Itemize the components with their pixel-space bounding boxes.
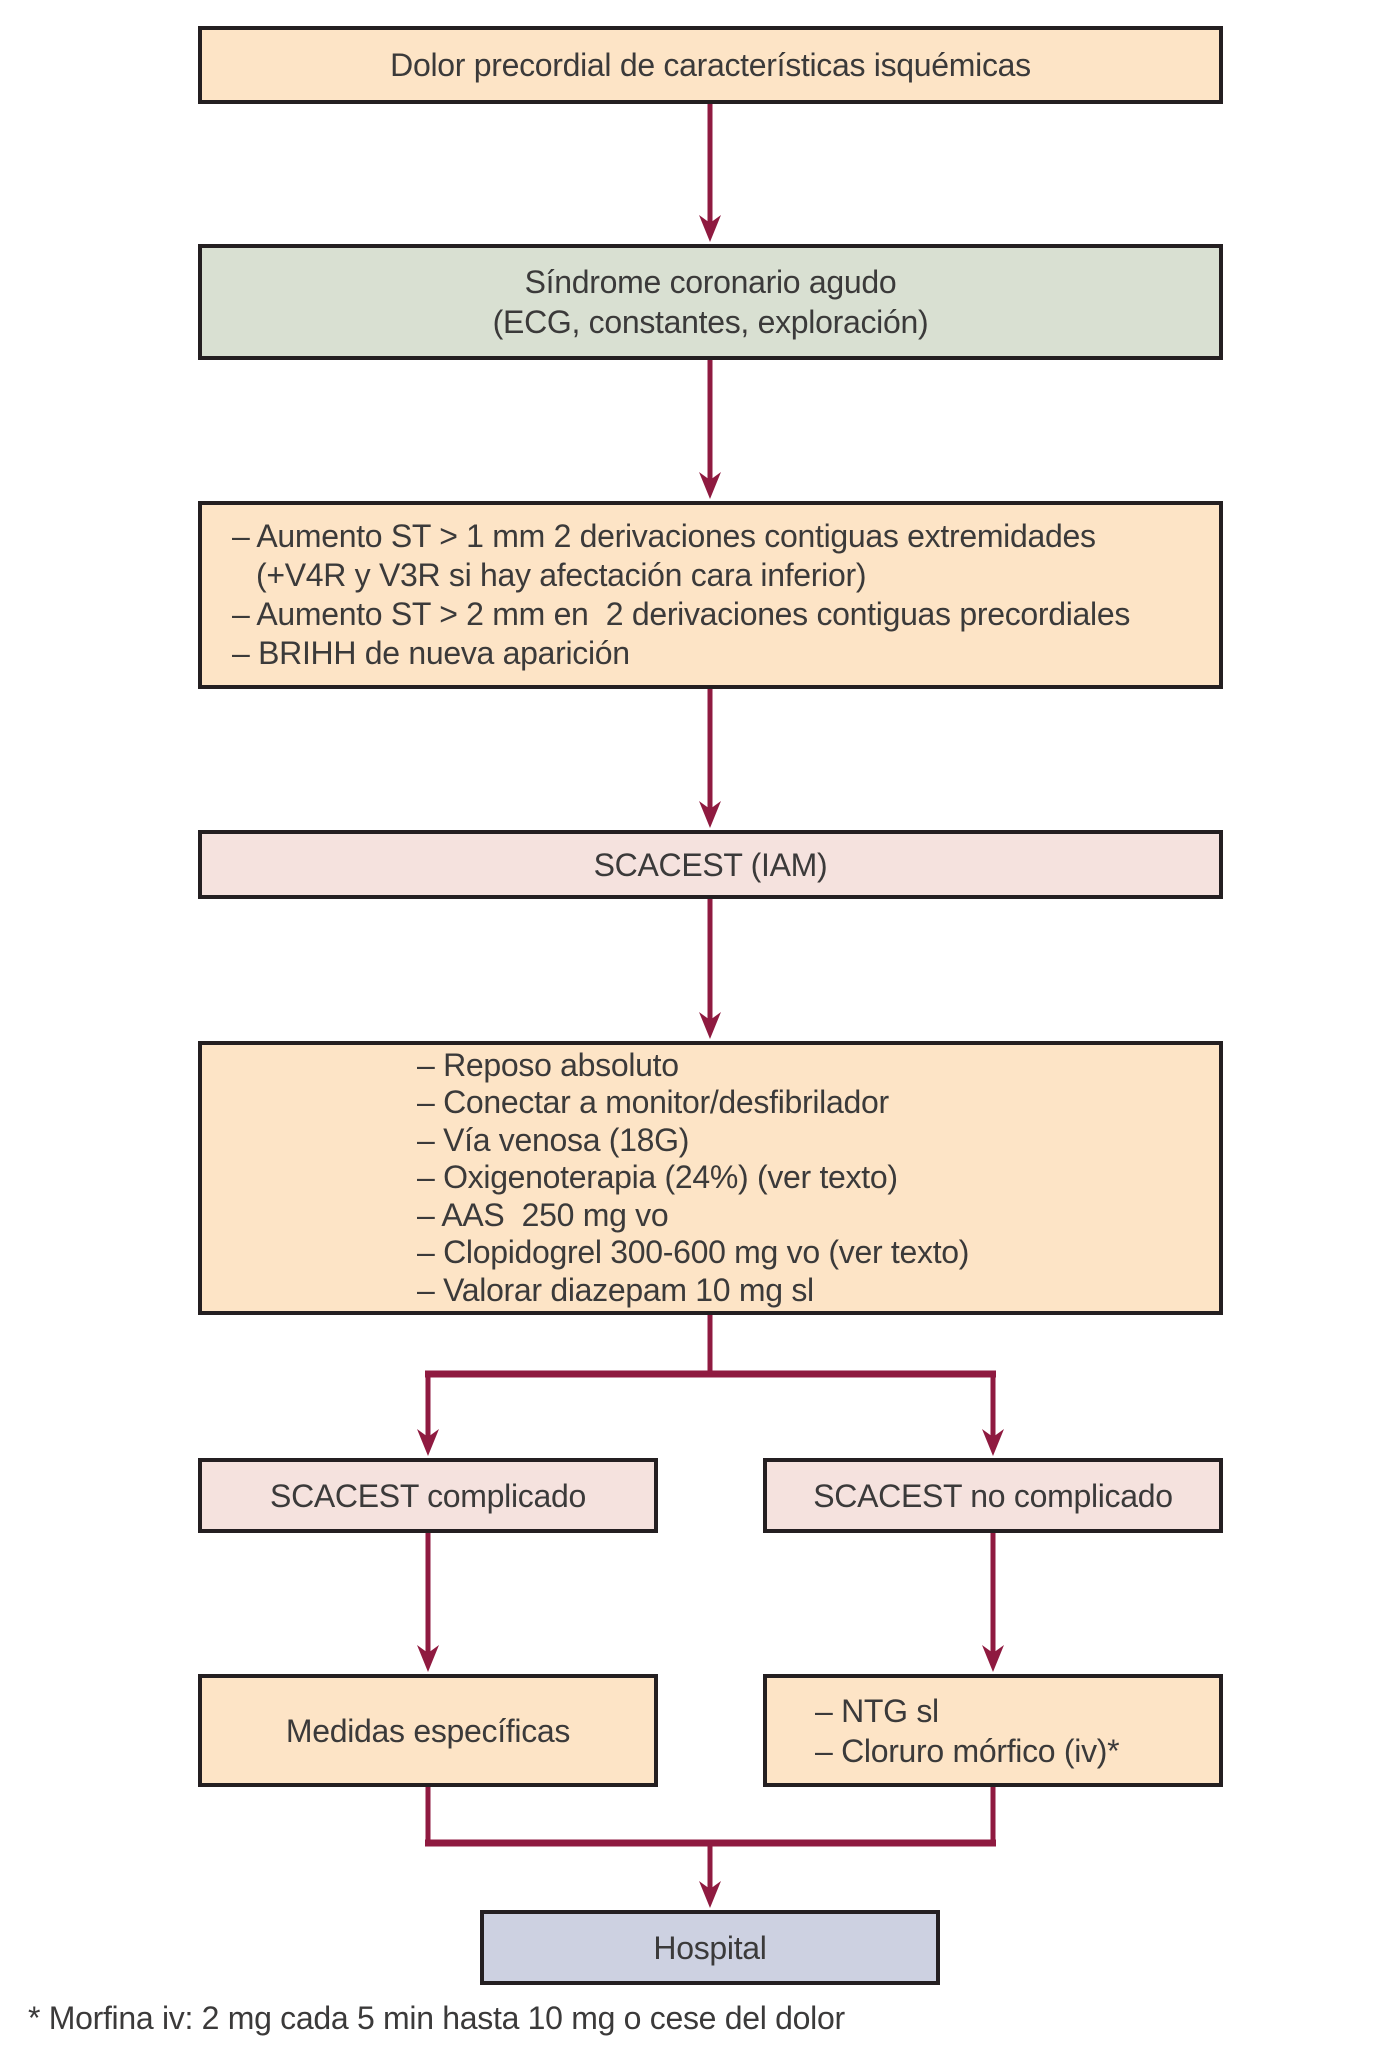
medida-item: – Vía venosa (18G) xyxy=(417,1121,690,1158)
arrow-iam-to-medidas xyxy=(699,899,721,1039)
split-connector xyxy=(417,1315,1004,1456)
ntg-item: – NTG sl xyxy=(815,1692,939,1729)
medida-item: – AAS 250 mg vo xyxy=(417,1196,669,1233)
medida-item: – Conectar a monitor/desfibrilador xyxy=(417,1084,889,1121)
node-scacest-no-complicado: SCACEST no complicado xyxy=(763,1458,1223,1533)
arrow-nocomplicado-to-ntg xyxy=(982,1533,1004,1672)
node-scacest-iam: SCACEST (IAM) xyxy=(198,830,1223,899)
footnote-morfina: * Morfina iv: 2 mg cada 5 min hasta 10 m… xyxy=(28,2000,845,2036)
node-scacest-no-complicado-label: SCACEST no complicado xyxy=(813,1477,1173,1514)
node-hospital-label: Hospital xyxy=(653,1929,767,1966)
node-ntg-morfico: – NTG sl – Cloruro mórfico (iv)* xyxy=(763,1674,1223,1787)
node-scacest-complicado-label: SCACEST complicado xyxy=(270,1477,586,1514)
node-medidas-especificas-label: Medidas específicas xyxy=(285,1712,571,1749)
merge-connector xyxy=(425,1787,996,1908)
node-criterios-ecg: – Aumento ST > 1 mm 2 derivaciones conti… xyxy=(198,501,1223,689)
medida-item: – Clopidogrel 300-600 mg vo (ver texto) xyxy=(417,1234,970,1271)
criterio-item: – Aumento ST > 2 mm en 2 derivaciones co… xyxy=(232,596,1131,632)
arrow-criterios-to-iam xyxy=(699,689,721,828)
criterio-item: – BRIHH de nueva aparición xyxy=(232,635,630,671)
medida-item: – Valorar diazepam 10 mg sl xyxy=(417,1271,814,1308)
node-hospital: Hospital xyxy=(480,1910,940,1985)
criterio-item-continuation: (+V4R y V3R si hay afectación cara infer… xyxy=(256,557,867,593)
arrow-dolor-to-sca xyxy=(699,104,721,242)
node-dolor-precordial-label: Dolor precordial de características isqu… xyxy=(390,47,1031,83)
node-medidas-especificas: Medidas específicas xyxy=(198,1674,658,1787)
node-scacest-iam-label: SCACEST (IAM) xyxy=(593,846,828,883)
medida-item: – Reposo absoluto xyxy=(417,1046,679,1083)
arrow-complicado-to-especificas xyxy=(417,1533,439,1672)
node-medidas-iniciales: – Reposo absoluto – Conectar a monitor/d… xyxy=(198,1041,1223,1315)
ntg-item: – Cloruro mórfico (iv)* xyxy=(815,1732,1120,1769)
node-sindrome-coronario-line1: Síndrome coronario agudo xyxy=(524,264,897,300)
criterio-item: – Aumento ST > 1 mm 2 derivaciones conti… xyxy=(232,518,1096,554)
node-sindrome-coronario: Síndrome coronario agudo (ECG, constante… xyxy=(198,244,1223,360)
arrow-sca-to-criterios xyxy=(699,360,721,499)
medida-item: – Oxigenoterapia (24%) (ver texto) xyxy=(417,1159,898,1196)
node-sindrome-coronario-line2: (ECG, constantes, exploración) xyxy=(492,304,929,340)
node-dolor-precordial: Dolor precordial de características isqu… xyxy=(198,26,1223,104)
node-scacest-complicado: SCACEST complicado xyxy=(198,1458,658,1533)
